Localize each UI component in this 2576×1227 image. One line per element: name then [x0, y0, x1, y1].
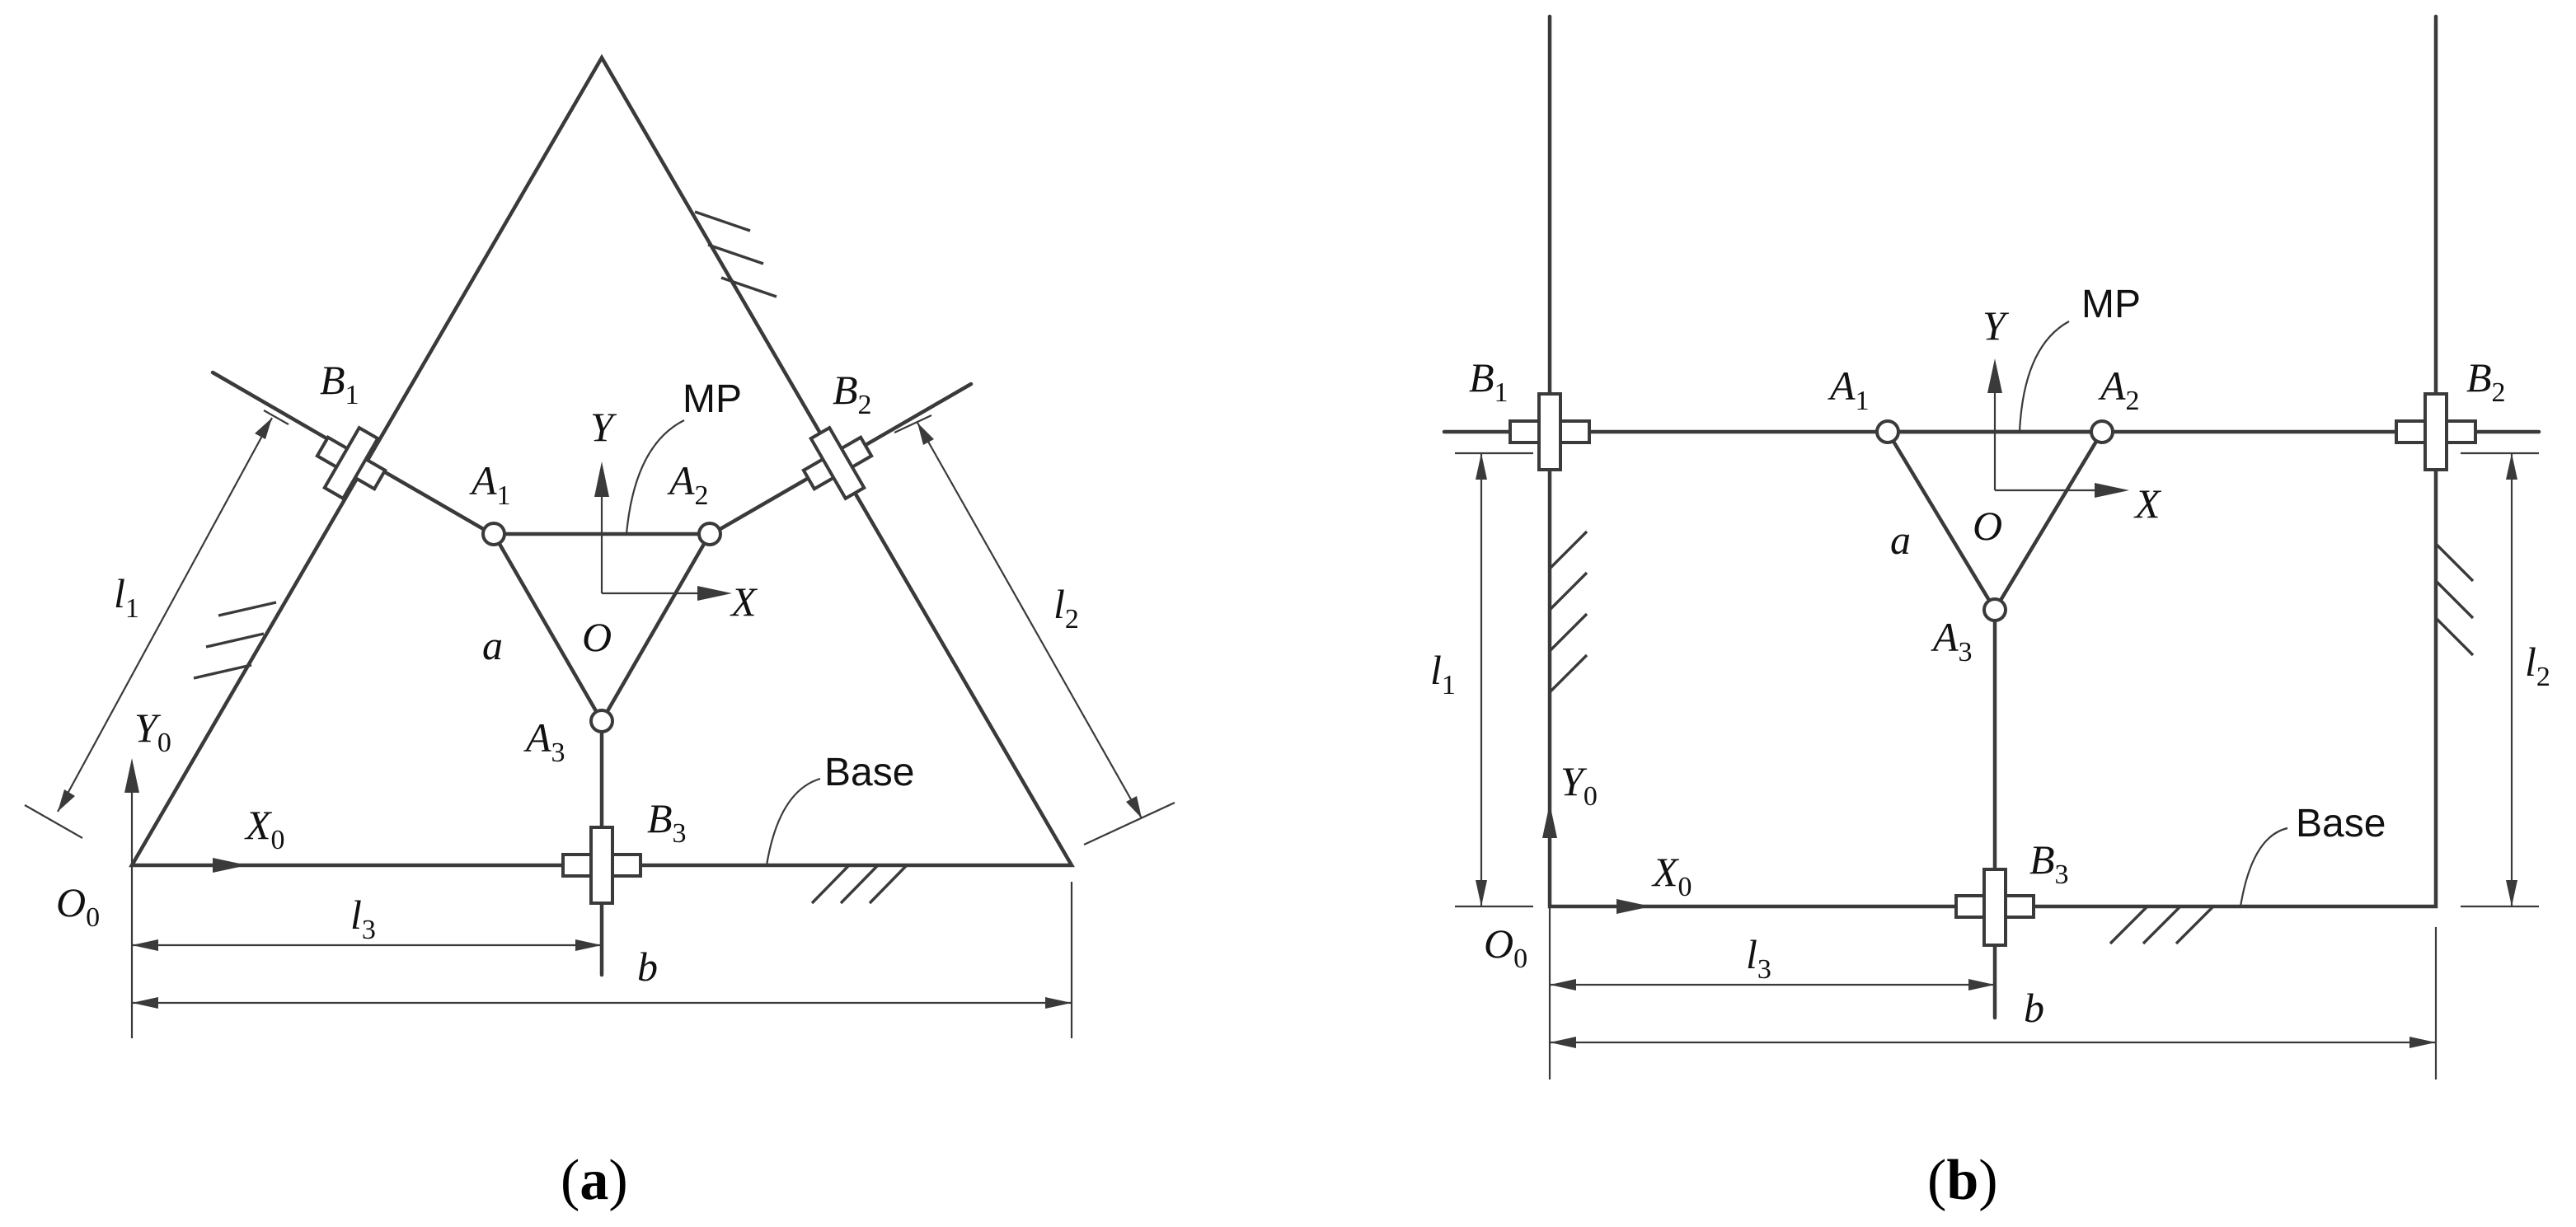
- panel-a: B1 B2 B3 A1 A2 A3 Y X O a MP Base l1 l2 …: [24, 54, 1175, 1212]
- panel-b-label-base: Base: [2296, 802, 2386, 845]
- panel-b-caption: (b): [1927, 1149, 1998, 1212]
- panel-a-slider-b3: [561, 826, 642, 905]
- panel-a-label-a1: A1: [469, 457, 511, 511]
- panel-b-joint-a2: [2090, 419, 2114, 444]
- panel-a-label-o0: O0: [56, 879, 100, 933]
- panel-b-label-b2: B2: [2466, 354, 2506, 408]
- panel-a-label-base: Base: [824, 751, 914, 794]
- panel-a-label-b2: B2: [833, 367, 872, 420]
- panel-b-joint-a1: [1875, 419, 1900, 444]
- panel-a-dimension-l3-b: [130, 865, 1073, 1038]
- panel-a-label-l2: l2: [1053, 581, 1079, 635]
- panel-b-slider-b2: [2395, 392, 2477, 471]
- panel-a-slider-b2: [801, 425, 874, 501]
- panel-a-label-b1: B1: [320, 357, 359, 410]
- panel-a-label-x0: X0: [244, 802, 285, 855]
- panel-b-slider-b1: [1509, 392, 1591, 471]
- panel-b-dimension-l2: [2461, 452, 2539, 908]
- panel-a-joint-a2: [697, 522, 722, 546]
- panel-b-slider-b3: [1954, 868, 2035, 947]
- panel-b-label-x: X: [2133, 480, 2162, 527]
- panel-a-label-l3: l3: [350, 892, 376, 945]
- panel-a-dimension-l1: [24, 410, 289, 839]
- panel-b-label-a2: A2: [2098, 363, 2140, 416]
- panel-b-joint-a3: [1982, 597, 2007, 622]
- panel-b-moving-frame: [1987, 358, 2129, 498]
- panel-a-joint-a1: [481, 522, 506, 546]
- panel-a-joint-a3: [589, 709, 614, 733]
- panel-b-label-a: a: [1890, 517, 1911, 563]
- panel-a-label-a2: A2: [667, 457, 709, 511]
- panel-b-label-o: O: [1973, 503, 2002, 549]
- panel-a-label-l1: l1: [114, 570, 139, 624]
- panel-b-ground-hatching: [1548, 530, 2475, 945]
- panel-a-moving-frame: [594, 461, 732, 601]
- panel-b-label-y: Y: [1982, 302, 2010, 349]
- panel-b-label-a3: A3: [1931, 614, 1973, 667]
- panel-a-label-a: a: [482, 622, 503, 668]
- panel-a-label-o: O: [582, 614, 612, 660]
- panel-b-dimension-l1: [1455, 452, 1533, 908]
- panel-b-label-mp: MP: [2081, 283, 2141, 326]
- panel-a-base-leader: [765, 777, 821, 866]
- panel-b-label-x0: X0: [1651, 849, 1692, 902]
- panel-a-mp-leader: [625, 419, 685, 535]
- panel-b-label-a1: A1: [1828, 363, 1870, 416]
- panel-b: B1 B2 B3 A1 A2 A3 Y X O a MP Base l1 l2 …: [1430, 14, 2550, 1212]
- panel-a-fixed-frame: [124, 758, 247, 873]
- panel-b-label-b: b: [2024, 985, 2044, 1031]
- panel-a-label-b: b: [637, 944, 658, 990]
- panel-b-label-l3: l3: [1746, 931, 1771, 985]
- panel-a-dimension-l2: [894, 414, 1175, 845]
- panel-b-label-l1: l1: [1430, 647, 1456, 700]
- panel-b-label-o0: O0: [1484, 920, 1527, 974]
- panel-b-base-leader: [2239, 827, 2288, 907]
- panel-b-fixed-frame: [1542, 803, 1651, 914]
- panel-a-ground-hatching: [193, 210, 908, 905]
- panel-a-label-y: Y: [590, 404, 617, 450]
- panel-b-mp-leader: [2018, 321, 2070, 433]
- panel-b-label-y0: Y0: [1560, 758, 1598, 812]
- panel-a-label-x: X: [730, 578, 758, 625]
- panel-b-label-l2: l2: [2525, 639, 2550, 692]
- panel-b-label-b3: B3: [2029, 836, 2069, 890]
- panel-a-label-mp: MP: [683, 377, 742, 421]
- panel-a-label-y0: Y0: [134, 705, 171, 758]
- panel-a-label-a3: A3: [523, 714, 565, 768]
- panel-b-label-b1: B1: [1469, 354, 1509, 408]
- panel-a-label-b3: B3: [647, 795, 687, 849]
- panel-a-slider-b1: [315, 425, 387, 501]
- panel-a-caption: (a): [561, 1149, 628, 1212]
- panel-b-dimension-l3-b: [1548, 906, 2438, 1079]
